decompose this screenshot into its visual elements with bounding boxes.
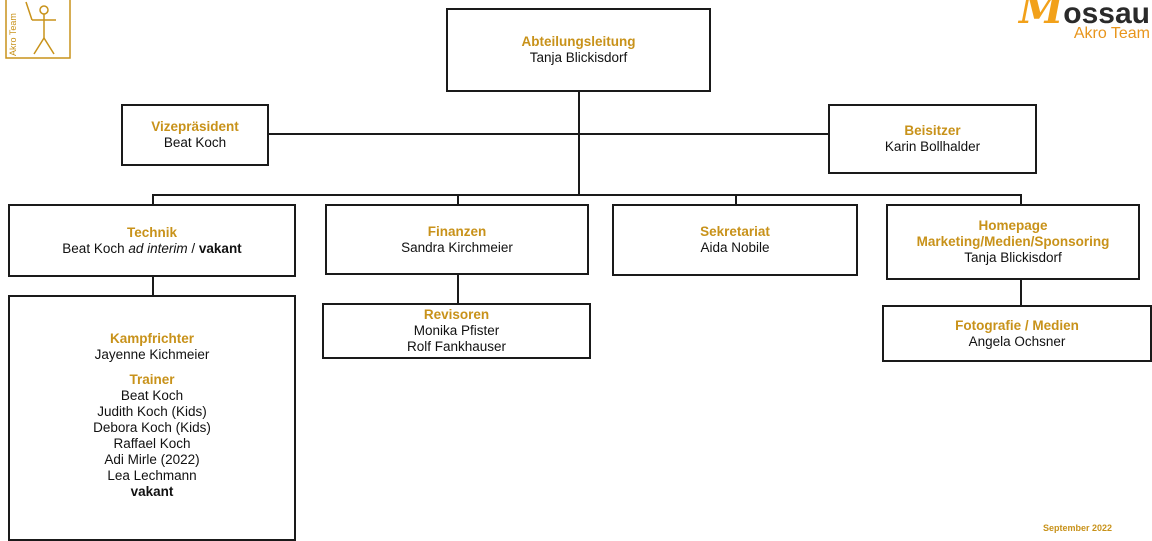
separator: / — [187, 240, 199, 256]
vacant-label: vakant — [198, 240, 242, 256]
box-title-line: Homepage — [978, 218, 1048, 233]
box-title: Trainer — [129, 372, 175, 387]
person-name: Jayenne Kichmeier — [94, 347, 210, 362]
ad-interim-note: ad interim — [128, 240, 188, 256]
vacant-label: vakant — [130, 484, 174, 499]
person-name: Beat Koch — [163, 135, 227, 150]
box-finanzen: Finanzen Sandra Kirchmeier — [325, 204, 589, 275]
trainer-name: Lea Lechmann — [107, 468, 197, 483]
connector-line — [735, 194, 737, 206]
connector-line — [578, 90, 580, 196]
trainer-name: Raffael Koch — [113, 436, 191, 451]
box-title: Beisitzer — [904, 123, 961, 138]
technik-persons: Beat Koch ad interim / vakant — [62, 241, 241, 257]
box-abteilungsleitung: Abteilungsleitung Tanja Blickisdorf — [446, 8, 711, 92]
box-title: Technik — [126, 224, 177, 240]
gymnast-logo-icon: Akro Team — [5, 0, 71, 59]
box-sekretariat: Sekretariat Aida Nobile — [612, 204, 858, 276]
box-homepage: Homepage Marketing/Medien/Sponsoring Tan… — [886, 204, 1140, 280]
trainer-name: Adi Mirle (2022) — [104, 452, 200, 467]
box-title: Vizepräsident — [151, 119, 239, 134]
connector-line — [268, 133, 829, 135]
person-name: Rolf Fankhauser — [406, 339, 507, 354]
box-title-line: Marketing/Medien/Sponsoring — [916, 234, 1110, 249]
trainer-name: Judith Koch (Kids) — [97, 404, 207, 419]
person-name: Sandra Kirchmeier — [401, 239, 513, 255]
box-title: Abteilungsleitung — [521, 34, 636, 49]
akro-team-logo: Akro Team — [4, 0, 76, 69]
box-title: Kampfrichter — [109, 331, 195, 346]
person-name: Karin Bollhalder — [884, 139, 981, 154]
mossau-logo: Mossau Akro Team — [1019, 0, 1150, 43]
connector-line — [152, 194, 154, 206]
box-title: Sekretariat — [700, 224, 770, 239]
person-name: Beat Koch — [62, 240, 125, 256]
box-beisitzer: Beisitzer Karin Bollhalder — [828, 104, 1037, 174]
box-title: Fotografie / Medien — [955, 317, 1079, 333]
connector-line — [1020, 194, 1022, 206]
date-label: September 2022 — [1042, 523, 1112, 533]
connector-line — [1020, 279, 1022, 306]
logo-name: ossau — [1063, 0, 1150, 30]
person-name: Tanja Blickisdorf — [529, 50, 628, 65]
box-title: Revisoren — [423, 307, 490, 322]
person-name: Monika Pfister — [413, 323, 500, 338]
box-title: Finanzen — [427, 223, 487, 239]
logo-subtitle: Akro Team — [1073, 25, 1150, 42]
box-technik: Technik Beat Koch ad interim / vakant — [8, 204, 296, 277]
connector-line — [152, 276, 154, 296]
connector-line — [152, 194, 1021, 196]
box-kampfrichter-trainer: Kampfrichter Jayenne Kichmeier Trainer B… — [8, 295, 296, 541]
person-name: Aida Nobile — [700, 240, 770, 255]
logo-left-text: Akro Team — [8, 13, 18, 56]
box-fotografie: Fotografie / Medien Angela Ochsner — [882, 305, 1152, 362]
connector-line — [457, 194, 459, 206]
person-name: Angela Ochsner — [968, 333, 1066, 349]
logo-initial: M — [1019, 0, 1064, 33]
connector-line — [457, 274, 459, 304]
trainer-name: Debora Koch (Kids) — [93, 420, 211, 435]
trainer-name: Beat Koch — [120, 388, 184, 403]
box-vizepraesident: Vizepräsident Beat Koch — [121, 104, 269, 166]
box-revisoren: Revisoren Monika Pfister Rolf Fankhauser — [322, 303, 591, 359]
person-name: Tanja Blickisdorf — [964, 250, 1062, 265]
